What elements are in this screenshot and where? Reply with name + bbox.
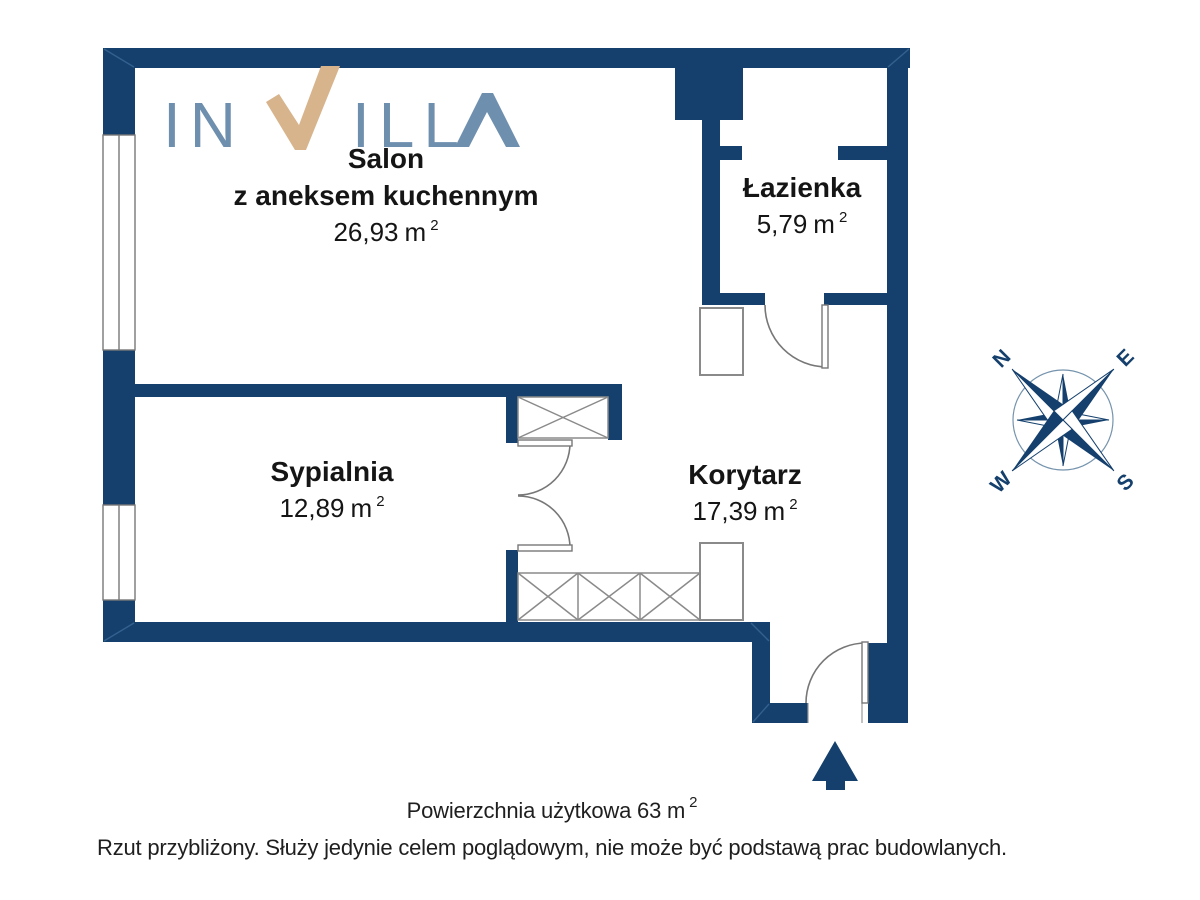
logo-v-checkmark (266, 66, 340, 150)
logo-a-glyph (455, 93, 520, 147)
brand-logo: IN ILL (163, 66, 520, 161)
wall-bedroom-corridor-lower (506, 550, 518, 622)
windows (102, 134, 136, 601)
wall-bathroom-bottom-right (824, 293, 887, 305)
compass-south-label: S (1112, 469, 1138, 495)
wall-vestibule-left (752, 642, 770, 723)
entrance-door-leaf (861, 641, 869, 704)
wall-salon-bedroom (135, 384, 622, 397)
wall-bathroom-stub-left (702, 146, 742, 160)
logo-text-in: IN (163, 89, 245, 161)
wall-shaft-block (675, 68, 743, 120)
corridor-name: Korytarz (688, 459, 802, 490)
wall-entry-jamb (868, 643, 887, 723)
salon-window (102, 134, 136, 351)
bathroom-door (764, 304, 829, 369)
wall-bathroom-left (702, 120, 720, 305)
wall-left-middle (103, 350, 135, 505)
compass-cardinal-points (1011, 368, 1115, 472)
compass-rose: N E S W (986, 345, 1139, 498)
bedroom-window (102, 504, 136, 601)
bedroom-door-leaf-lower (517, 544, 573, 552)
wall-closet-right-stub (608, 384, 622, 440)
salon-name-line1: Salon (347, 143, 425, 174)
salon-name-line2: z aneksem kuchennym (233, 180, 539, 211)
logo-text-ill: ILL (352, 89, 468, 161)
entrance-arrow (812, 741, 858, 790)
bathroom-door-leaf (821, 304, 829, 369)
wall-bedroom-corridor-upper (506, 397, 518, 443)
doors (517, 304, 869, 723)
bedroom-double-door (517, 439, 573, 552)
wall-top (103, 48, 910, 68)
wall-miter-seams (103, 48, 910, 723)
bathroom-name: Łazienka (742, 172, 862, 203)
compass-north-label: N (988, 345, 1015, 372)
wall-bottom (103, 622, 770, 642)
cabinet-outline (699, 542, 744, 621)
wall-bathroom-bottom-left (702, 293, 765, 305)
furniture (517, 307, 744, 621)
compass-east-label: E (1112, 345, 1138, 371)
walls (103, 48, 910, 723)
disclaimer-text: Rzut przybliżony. Służy jedynie celem po… (97, 835, 1007, 860)
compass-west-label: W (986, 467, 1016, 497)
wall-left-upper (103, 48, 135, 135)
wall-bathroom-stub-right (838, 146, 887, 160)
wall-vestibule-bottom (770, 703, 808, 723)
bedroom-door-leaf-upper (517, 439, 573, 447)
bedroom-name: Sypialnia (270, 456, 394, 487)
closet-row-crossed (517, 572, 701, 621)
closet-top-crossed (517, 396, 609, 439)
entrance-door (805, 641, 869, 723)
wall-right (887, 48, 908, 723)
washer-outline (699, 307, 744, 376)
